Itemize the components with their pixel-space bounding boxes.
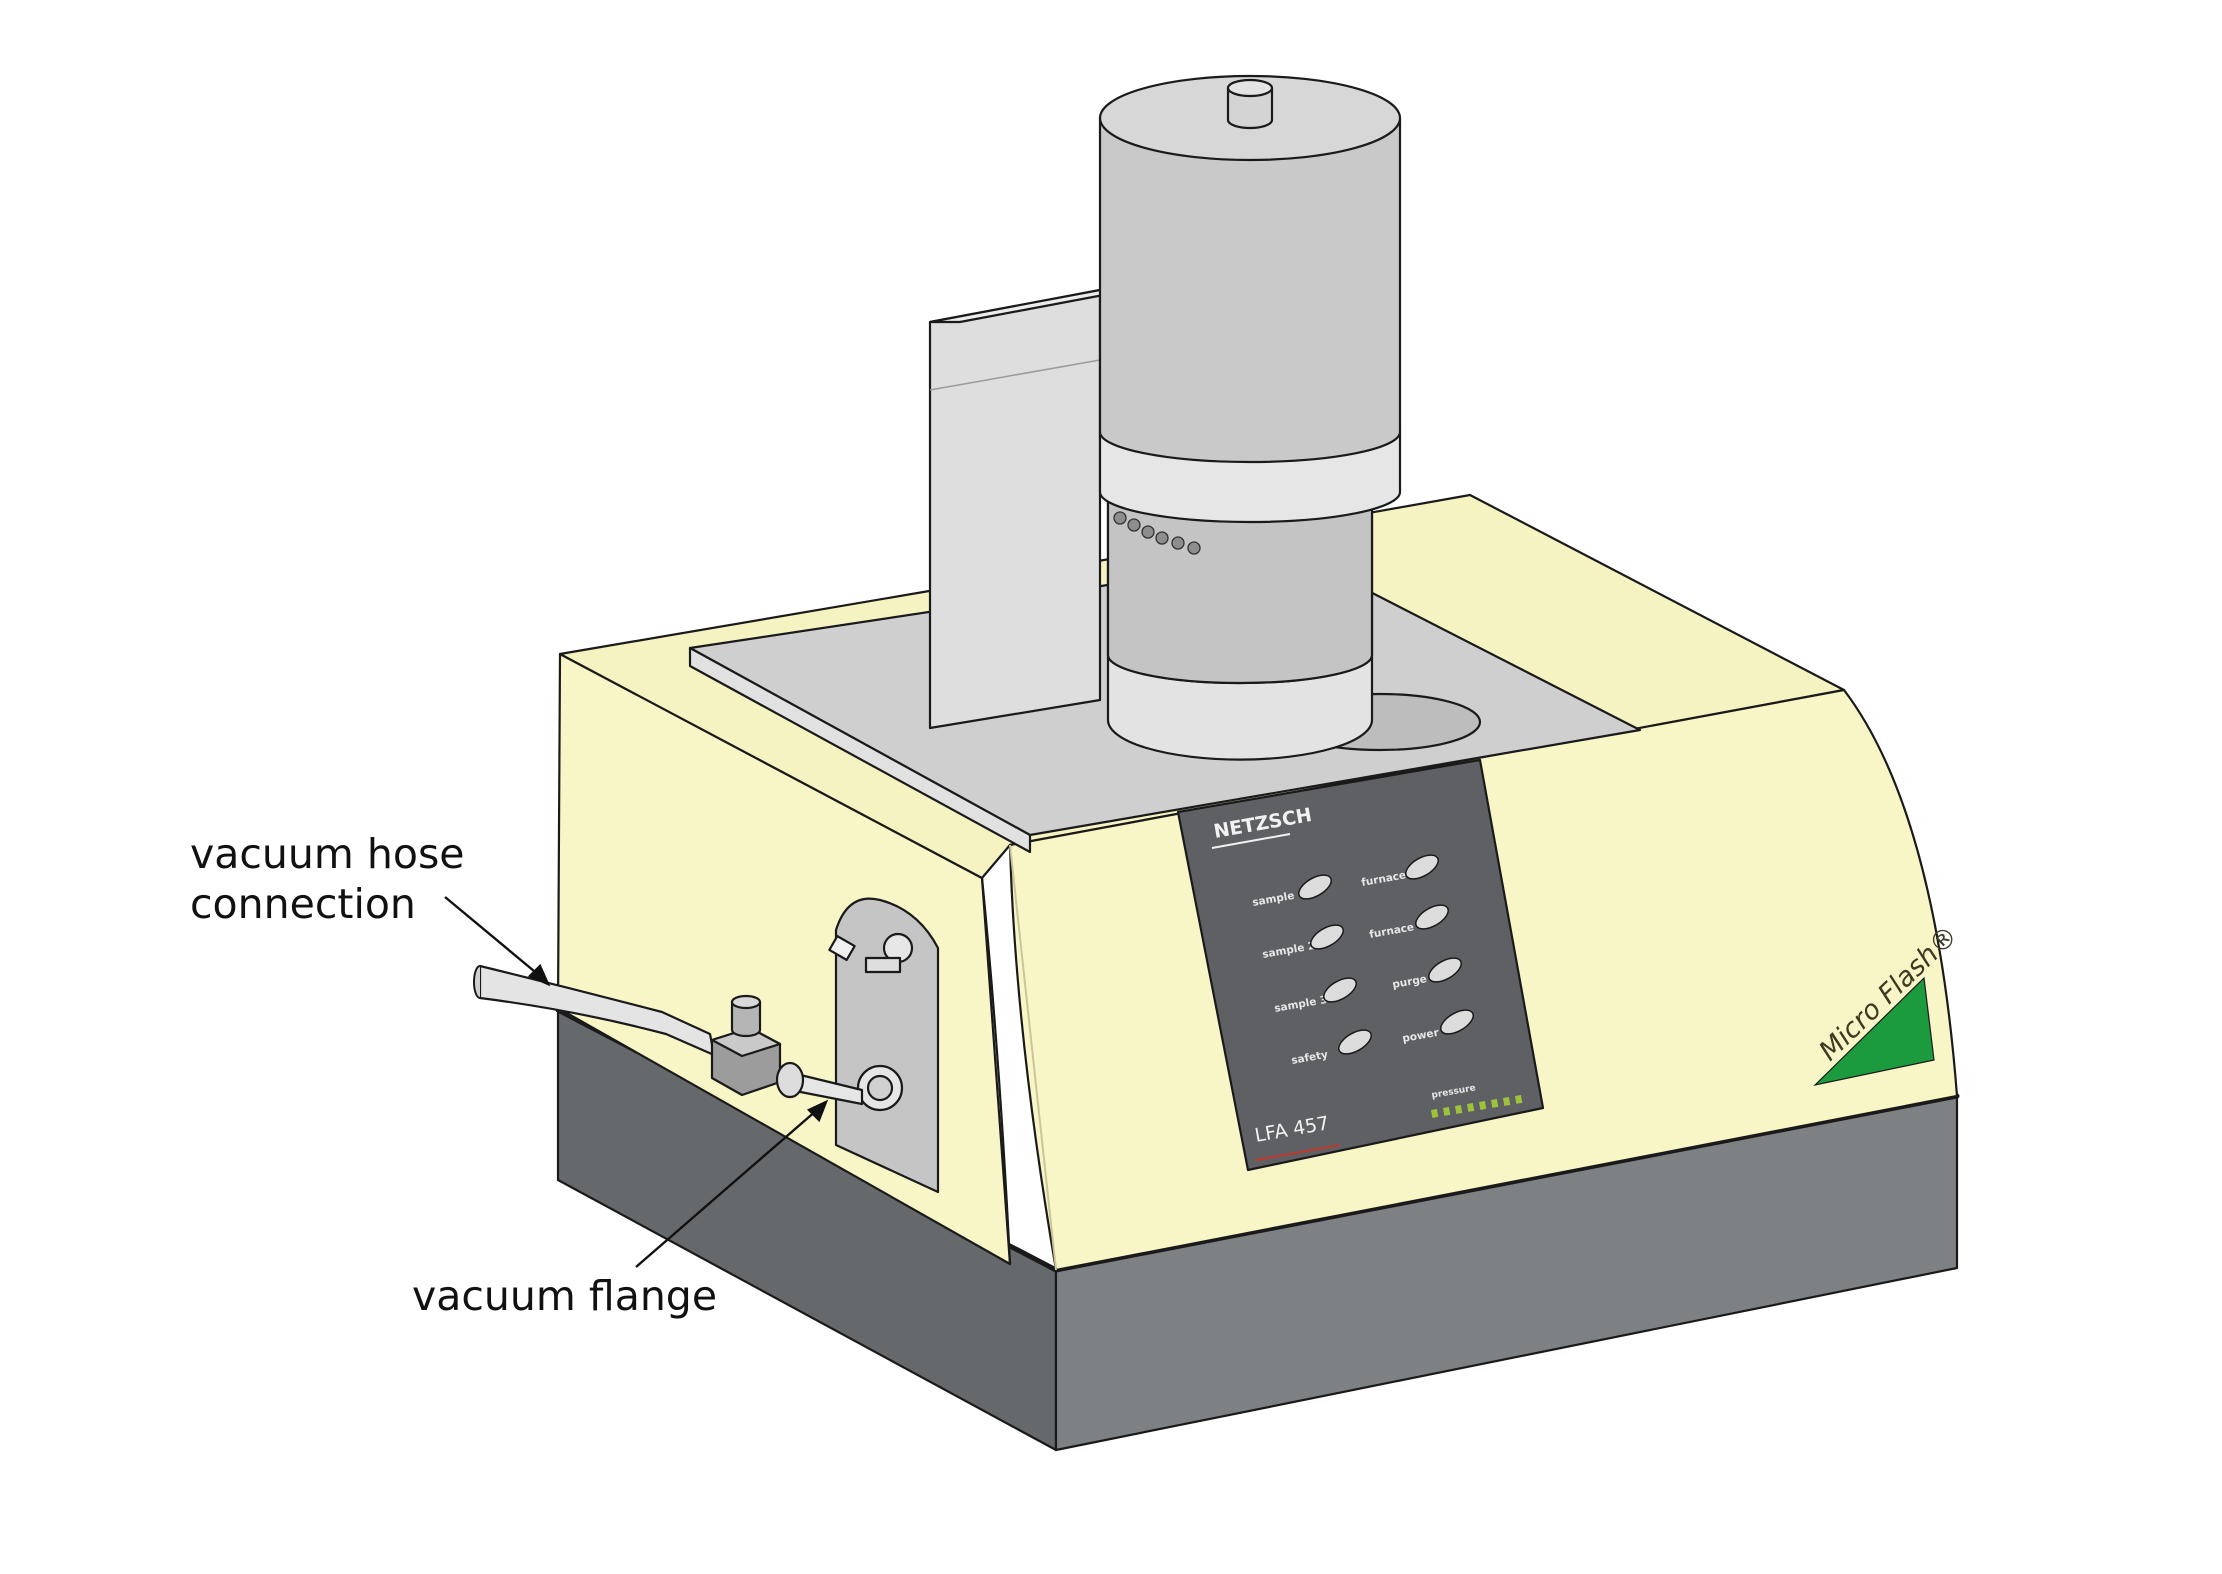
vacuum-flange-plate	[828, 897, 940, 1194]
button-furnace-1b[interactable]	[1412, 900, 1452, 934]
callout-vacuum-hose-line2: connection	[190, 880, 416, 928]
button-label-purge: purge	[1391, 973, 1427, 991]
button-safety[interactable]	[1335, 1025, 1375, 1059]
control-panel: NETZSCH sample 1 furnace 1 sample 2 furn…	[1176, 758, 1545, 1172]
button-sample-1[interactable]	[1295, 870, 1335, 904]
button-sample-2[interactable]	[1307, 920, 1347, 954]
furnace-port-dots	[1113, 511, 1201, 555]
rear-housing	[928, 288, 1132, 730]
callout-leaders	[444, 896, 829, 1268]
callout-vacuum-hose-line1: vacuum hose	[190, 830, 465, 878]
vacuum-valve	[710, 994, 782, 1097]
button-purge[interactable]	[1425, 953, 1465, 987]
furnace-column	[1098, 74, 1482, 761]
button-power[interactable]	[1437, 1005, 1477, 1039]
callout-vacuum-flange: vacuum flange	[412, 1272, 717, 1320]
button-sample-3[interactable]	[1320, 973, 1360, 1007]
button-furnace-1[interactable]	[1402, 850, 1442, 884]
pressure-led-bar	[1430, 1094, 1523, 1118]
